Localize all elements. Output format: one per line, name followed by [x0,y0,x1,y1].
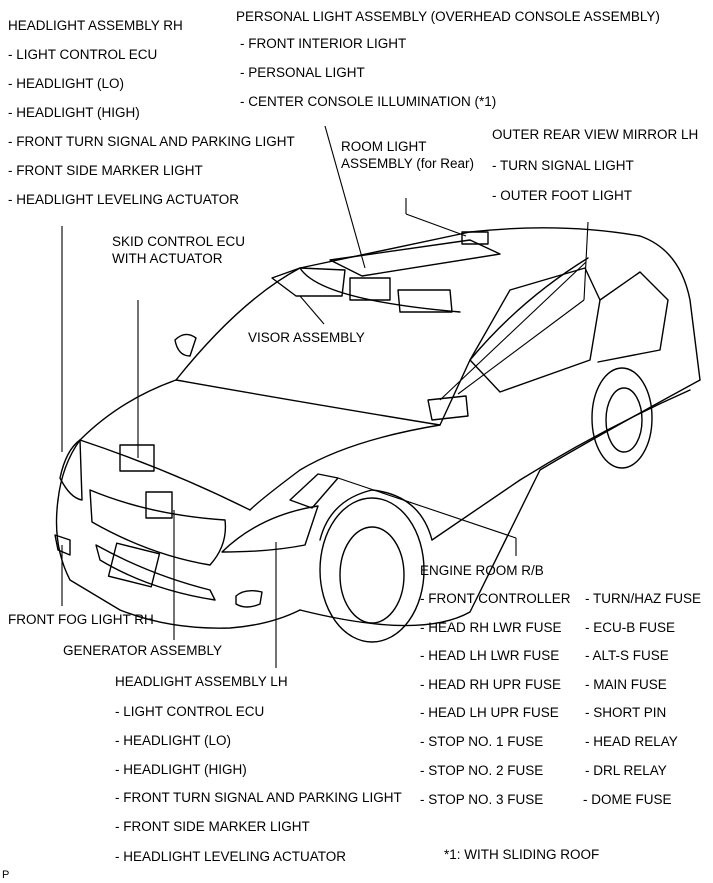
engine-room-rb-item: - FRONT CONTROLLER [420,591,571,606]
personal-light-item: - PERSONAL LIGHT [240,65,365,80]
personal-light-title: PERSONAL LIGHT ASSEMBLY (OVERHEAD CONSOL… [236,9,660,24]
engine-room-rb-title: ENGINE ROOM R/B [420,563,544,578]
headlight-lh-item: - HEADLIGHT LEVELING ACTUATOR [115,849,347,864]
headlight-rh-item: - FRONT SIDE MARKER LIGHT [8,163,203,178]
mirror-lh-item: - OUTER FOOT LIGHT [492,188,633,203]
engine-room-rb-item: - HEAD LH LWR FUSE [420,648,560,663]
headlight-rh-item: - HEADLIGHT (HIGH) [8,105,140,120]
headlight-rh-item: - HEADLIGHT LEVELING ACTUATOR [8,192,240,207]
mirror-lh-item: - TURN SIGNAL LIGHT [492,158,634,173]
headlight-lh-item: - FRONT SIDE MARKER LIGHT [115,819,310,834]
headlight-lh-item: - LIGHT CONTROL ECU [115,704,265,719]
engine-room-rb-item: - ECU-B FUSE [585,620,676,635]
engine-room-rb-item: - ALT-S FUSE [585,648,669,663]
engine-room-rb-item: - HEAD RH UPR FUSE [420,677,562,692]
engine-room-rb-item: - HEAD LH UPR FUSE [420,705,559,720]
visor-assembly-label: VISOR ASSEMBLY [248,330,365,345]
engine-room-rb-item: - STOP NO. 2 FUSE [420,763,544,778]
engine-room-rb-item: - SHORT PIN [585,705,667,720]
engine-room-rb-item: - HEAD RH LWR FUSE [420,620,562,635]
headlight-lh-item: - HEADLIGHT (LO) [115,733,232,748]
generator-label: GENERATOR ASSEMBLY [63,643,223,658]
fog-light-label: FRONT FOG LIGHT RH [8,612,154,627]
corner-mark: P [2,869,10,881]
room-light-label-line2: ASSEMBLY (for Rear) [341,156,475,171]
headlight-rh-item: - LIGHT CONTROL ECU [8,47,158,62]
engine-room-rb-item: - DOME FUSE [583,792,672,807]
engine-room-rb-item: - STOP NO. 3 FUSE [420,792,544,807]
headlight-lh-item: - HEADLIGHT (HIGH) [115,762,247,777]
engine-room-rb-item: - TURN/HAZ FUSE [585,591,702,606]
personal-light-item: - FRONT INTERIOR LIGHT [240,36,407,51]
engine-room-rb-item: - MAIN FUSE [585,677,667,692]
personal-light-item: - CENTER CONSOLE ILLUMINATION (*1) [240,94,497,109]
headlight-rh-item: - FRONT TURN SIGNAL AND PARKING LIGHT [8,134,295,149]
headlight-rh-item: - HEADLIGHT (LO) [8,76,125,91]
mirror-lh-title: OUTER REAR VIEW MIRROR LH [492,127,699,142]
engine-room-rb-item: - HEAD RELAY [585,734,678,749]
headlight-lh-item: - FRONT TURN SIGNAL AND PARKING LIGHT [115,790,402,805]
headlight-lh-title: HEADLIGHT ASSEMBLY LH [115,674,288,689]
skid-control-label-line1: SKID CONTROL ECU [112,234,246,249]
engine-room-rb-item: - DRL RELAY [585,763,667,778]
headlight-rh-title: HEADLIGHT ASSEMBLY RH [8,18,183,33]
engine-room-rb-item: - STOP NO. 1 FUSE [420,734,544,749]
footnote: *1: WITH SLIDING ROOF [444,847,600,862]
skid-control-label-line2: WITH ACTUATOR [112,251,223,266]
room-light-label-line1: ROOM LIGHT [341,139,427,154]
